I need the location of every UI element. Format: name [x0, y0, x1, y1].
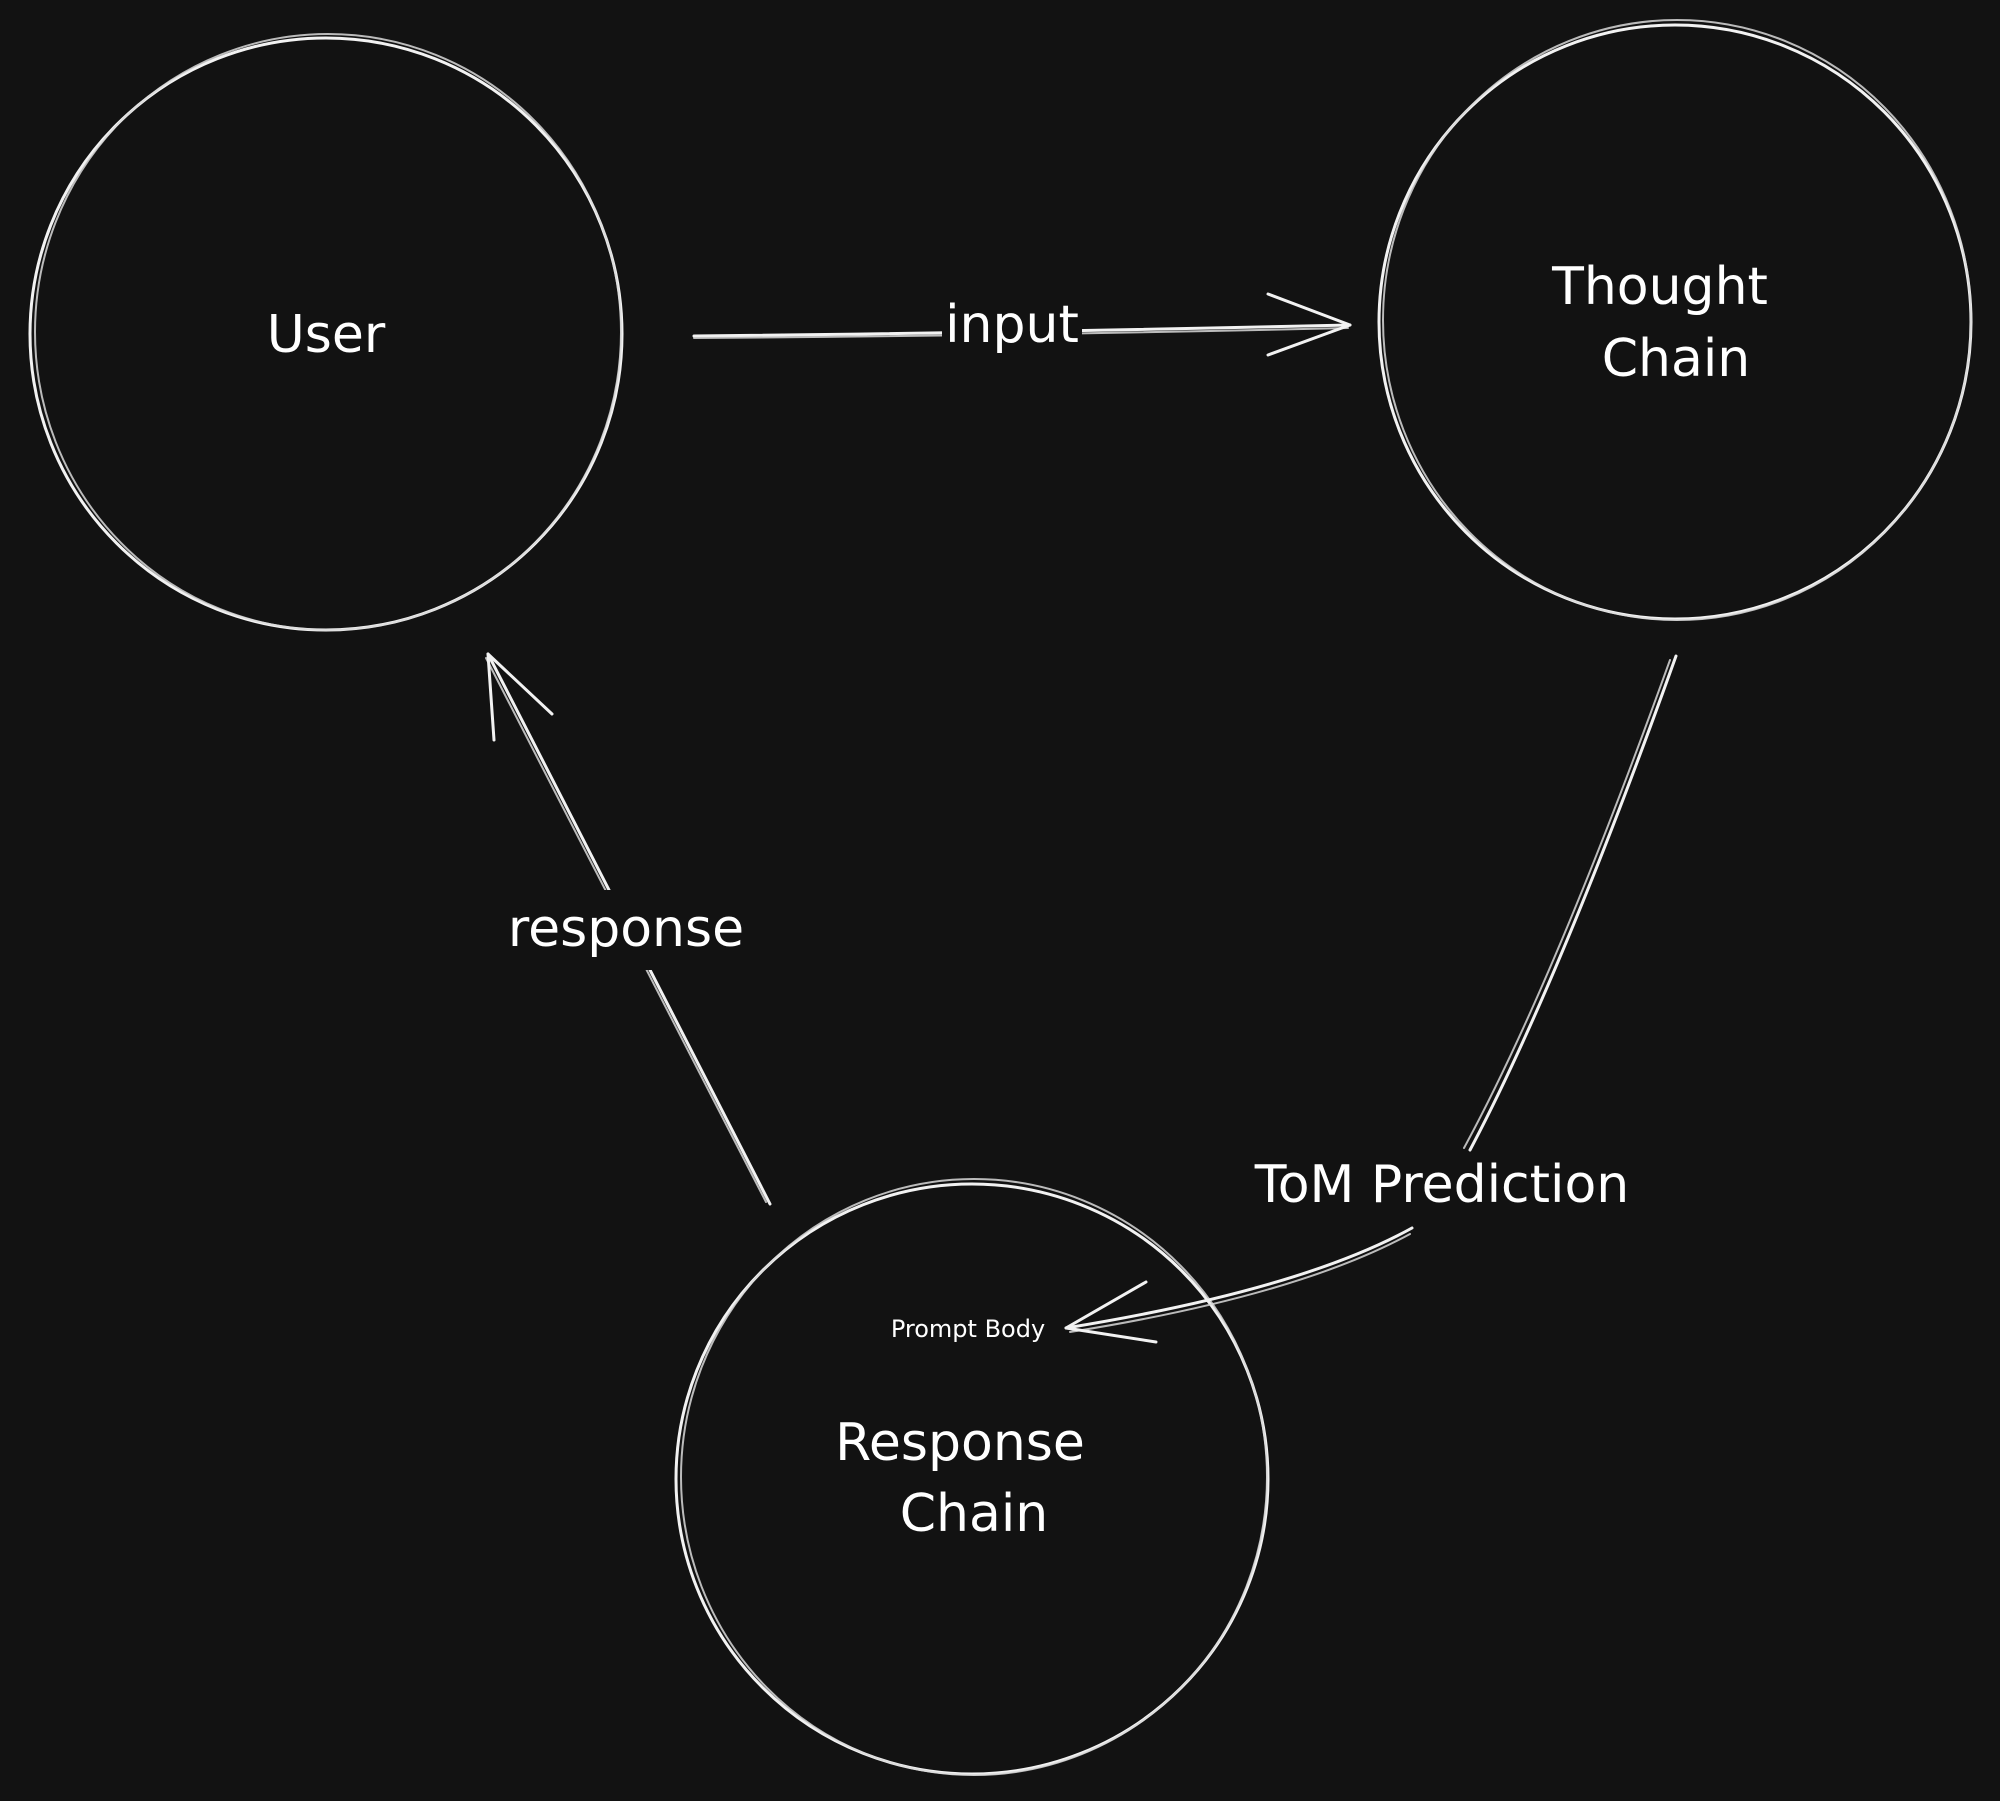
- user-label: User: [267, 305, 386, 365]
- thought-chain-circle-sketch: [1382, 19, 1972, 621]
- edge-tom-prediction: ToM Prediction: [1064, 654, 1678, 1344]
- response-arrowhead: [486, 652, 554, 742]
- node-response-chain[interactable]: Prompt Body Response Chain: [674, 1178, 1270, 1776]
- response-chain-label-line1: Response: [835, 1413, 1085, 1473]
- edge-response: response: [485, 652, 772, 1206]
- tom-arrow-lower-sketch: [1069, 1233, 1411, 1333]
- response-chain-circle-sketch: [680, 1178, 1268, 1776]
- response-chain-label-line2: Chain: [900, 1484, 1049, 1544]
- node-user[interactable]: User: [28, 33, 624, 632]
- input-label-backdrop: [942, 296, 1082, 366]
- response-label: response: [508, 899, 744, 959]
- thought-chain-label-line1: Thought: [1551, 257, 1768, 317]
- tom-prediction-label: ToM Prediction: [1254, 1155, 1629, 1215]
- tom-arrow-upper: [1468, 654, 1678, 1152]
- response-label-backdrop: [498, 890, 754, 970]
- tom-arrowhead: [1064, 1280, 1158, 1344]
- user-circle-sketch: [34, 33, 622, 631]
- tom-arrow-upper-sketch: [1463, 659, 1671, 1149]
- input-arrowhead: [1266, 292, 1352, 357]
- tom-arrow-lower: [1064, 1226, 1414, 1330]
- edge-input: input: [692, 292, 1352, 366]
- node-thought-chain[interactable]: Thought Chain: [1377, 19, 1973, 621]
- thought-chain-label-line2: Chain: [1602, 329, 1751, 389]
- input-label: input: [945, 295, 1079, 355]
- prompt-body-label: Prompt Body: [891, 1315, 1045, 1343]
